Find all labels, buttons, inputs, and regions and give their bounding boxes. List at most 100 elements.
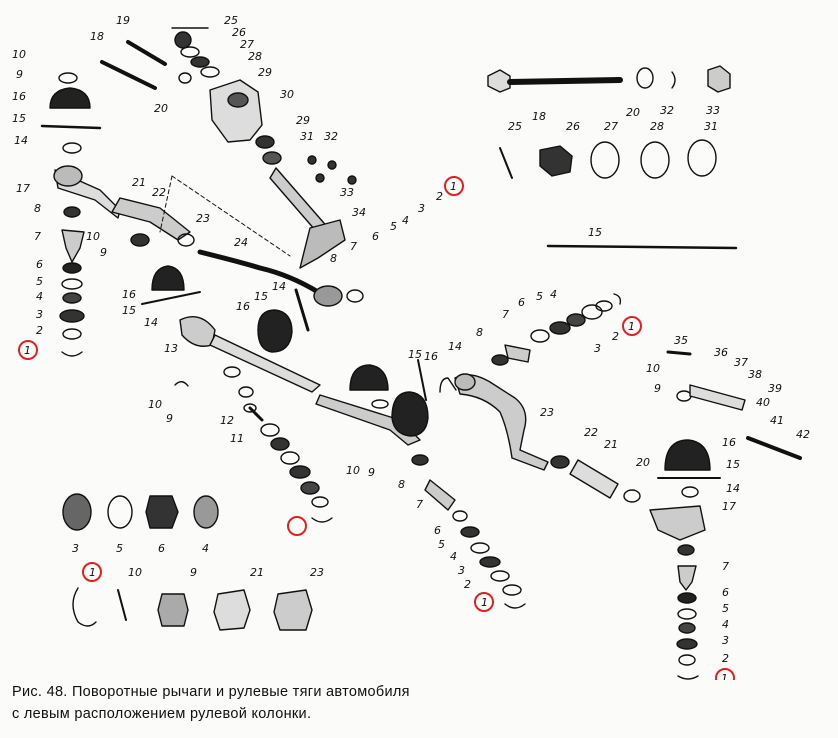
label-15-center2: 15 (254, 290, 268, 303)
label-3-mid2: 3 (458, 564, 465, 577)
label-17-left: 17 (16, 182, 30, 195)
label-1-right2: 1 (628, 320, 635, 333)
upper-right-parts (487, 65, 738, 250)
highlight-circle (287, 516, 307, 536)
middle-left-assembly (141, 265, 421, 446)
label-25-right: 25 (508, 120, 522, 133)
label-9-mid2: 9 (368, 466, 375, 479)
label-29-top: 29 (258, 66, 272, 79)
bottom-left-parts (62, 493, 313, 631)
label-22-mid: 22 (152, 186, 166, 199)
label-33-right: 33 (706, 104, 720, 117)
label-6-right3: 6 (722, 586, 729, 599)
label-21-bottom: 21 (250, 566, 264, 579)
label-38: 38 (748, 368, 762, 381)
label-14-center2: 14 (272, 280, 286, 293)
label-1-right3: 1 (721, 672, 728, 680)
label-14-right3: 14 (726, 482, 740, 495)
label-15-left: 15 (12, 112, 26, 125)
label-10-center2: 10 (148, 398, 162, 411)
label-21-mid: 21 (132, 176, 146, 189)
label-20-right3: 20 (636, 456, 650, 469)
label-13: 13 (164, 342, 178, 355)
label-5-left: 5 (36, 275, 43, 288)
label-4-bottom: 4 (202, 542, 209, 555)
label-35: 35 (674, 334, 688, 347)
label-5-center: 5 (390, 220, 397, 233)
tie-rod-right (550, 455, 641, 503)
highlight-circle (82, 562, 102, 582)
label-42: 42 (796, 428, 810, 441)
label-16-left: 16 (12, 90, 26, 103)
label-14-mid: 14 (144, 316, 158, 329)
label-3-right2: 3 (594, 342, 601, 355)
label-2-center: 2 (436, 190, 443, 203)
tie-rod-left (111, 175, 364, 307)
caption-line-1: Рис. 48. Поворотные рычаги и рулевые тяг… (12, 684, 410, 700)
label-31-right: 31 (704, 120, 718, 133)
label-8-right2: 8 (476, 326, 483, 339)
label-34: 34 (352, 206, 366, 219)
label-8-left: 8 (34, 202, 41, 215)
highlight-circle (444, 176, 464, 196)
label-33-top: 33 (340, 186, 354, 199)
label-23-bottom: 23 (310, 566, 324, 579)
label-4-left: 4 (36, 290, 43, 303)
label-18-right: 18 (532, 110, 546, 123)
pitman-arm-right (454, 293, 622, 471)
label-12: 12 (220, 414, 234, 427)
label-6-mid2: 6 (434, 524, 441, 537)
label-2-left: 2 (36, 324, 43, 337)
label-36: 36 (714, 346, 728, 359)
column-center-left (243, 403, 333, 523)
label-5-mid2: 5 (438, 538, 445, 551)
label-25-top: 25 (224, 14, 238, 27)
label-24-mid: 24 (234, 236, 248, 249)
caption-line-2: с левым расположением рулевой колонки. (12, 706, 312, 722)
label-6-left: 6 (36, 258, 43, 271)
highlight-circle (622, 316, 642, 336)
label-10-mid: 10 (86, 230, 100, 243)
highlight-circle (474, 592, 494, 612)
label-10-left: 10 (12, 48, 26, 61)
label-4-right2: 4 (550, 288, 557, 301)
label-1-left: 1 (24, 344, 31, 357)
label-27-top: 27 (240, 38, 254, 51)
label-9-center2: 9 (166, 412, 173, 425)
label-32-top: 32 (324, 130, 338, 143)
label-3-center: 3 (418, 202, 425, 215)
label-8-center: 8 (330, 252, 337, 265)
label-22-right3: 22 (584, 426, 598, 439)
label-1-bottom: 1 (89, 566, 96, 579)
label-10-bottom: 10 (128, 566, 142, 579)
label-10-mid2: 10 (346, 464, 360, 477)
label-15-right: 15 (588, 226, 602, 239)
part-labels: 1 2 3 4 5 6 7 8 9 10 14 15 16 17 18 19 2… (12, 14, 810, 685)
label-3-right3: 3 (722, 634, 729, 647)
label-29b-top: 29 (296, 114, 310, 127)
label-1-mid2: 1 (481, 596, 488, 609)
label-7-center: 7 (350, 240, 357, 253)
label-30-top: 30 (280, 88, 294, 101)
label-19-top: 19 (116, 14, 130, 27)
label-2-mid2: 2 (464, 578, 471, 591)
label-9-left: 9 (16, 68, 23, 81)
label-4-center: 4 (402, 214, 409, 227)
label-9-mid: 9 (100, 246, 107, 259)
label-2-right2: 2 (612, 330, 619, 343)
label-40: 40 (756, 396, 770, 409)
label-23-right3: 23 (540, 406, 554, 419)
label-3-left: 3 (36, 308, 43, 321)
label-1-center: 1 (450, 180, 457, 193)
label-21-right3: 21 (604, 438, 618, 451)
label-6-right2: 6 (518, 296, 525, 309)
label-41: 41 (770, 414, 784, 427)
label-7-left: 7 (34, 230, 41, 243)
highlight-circles (18, 176, 735, 688)
label-6-bottom: 6 (158, 542, 165, 555)
label-6-center: 6 (372, 230, 379, 243)
label-9-bottom: 9 (190, 566, 197, 579)
label-26-top: 26 (232, 26, 246, 39)
label-14-mid2: 14 (448, 340, 462, 353)
